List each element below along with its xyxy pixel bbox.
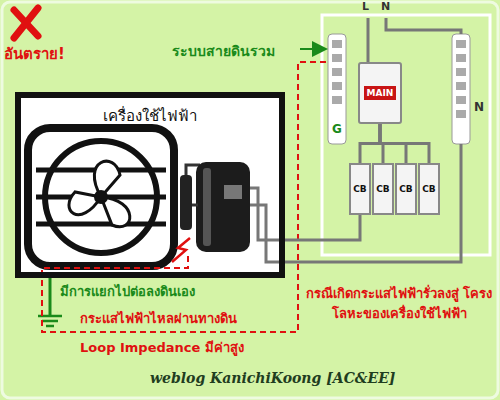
warning-text: อันตราย! <box>4 42 65 66</box>
branch-breaker: CB <box>372 163 394 215</box>
branch-breaker: CB <box>418 163 440 215</box>
terminal-label: N <box>474 100 484 114</box>
line-wire <box>367 18 370 62</box>
neutral-supply-wire <box>386 18 461 34</box>
branch-breaker: CB <box>395 163 417 215</box>
box-text: CB <box>422 184 435 194</box>
local-earth-wire <box>49 278 52 316</box>
wire-connector <box>380 124 429 163</box>
pointer-arrow <box>300 48 326 50</box>
main-breaker: MAIN <box>358 62 402 124</box>
note-text: กรณีเกิดกระแสไฟฟ้ารั่วลงสู่ โครงโลหะของเ… <box>302 284 496 323</box>
appliance-box: เครื่องใช้ไฟฟ้า <box>15 92 285 278</box>
appliance-interior <box>18 95 282 275</box>
terminal-label: G <box>332 122 342 136</box>
watermark: weblog KanichiKoong [AC&EE] <box>150 370 395 386</box>
wire-connector <box>285 215 360 240</box>
compressor-symbol <box>180 162 250 252</box>
fan-symbol <box>28 128 174 266</box>
neutral-bar <box>452 34 470 144</box>
branch-breaker: CB <box>349 163 371 215</box>
note-text: Loop Impedance มีค่าสูง <box>80 337 244 358</box>
note-text: ระบบสายดินรวม <box>172 40 275 62</box>
wire-connector <box>360 124 380 163</box>
panel-outline <box>322 15 490 255</box>
box-text: CB <box>376 184 389 194</box>
danger-cross <box>14 8 38 38</box>
box-text: CB <box>353 184 366 194</box>
terminal-label: N <box>381 0 390 13</box>
line-wire-inside <box>250 188 279 240</box>
box-text: CB <box>399 184 412 194</box>
fault-current-path <box>42 62 328 332</box>
terminal-label: L <box>362 0 369 13</box>
note-text: กระแสไฟฟ้าไหลผ่านทางดิน <box>80 308 237 329</box>
box-text: MAIN <box>364 86 397 100</box>
box-text: เครื่องใช้ไฟฟ้า <box>103 98 197 128</box>
note-text: มีการแยกไปต่อลงดินเอง <box>60 281 195 302</box>
ground-bar <box>328 34 346 144</box>
